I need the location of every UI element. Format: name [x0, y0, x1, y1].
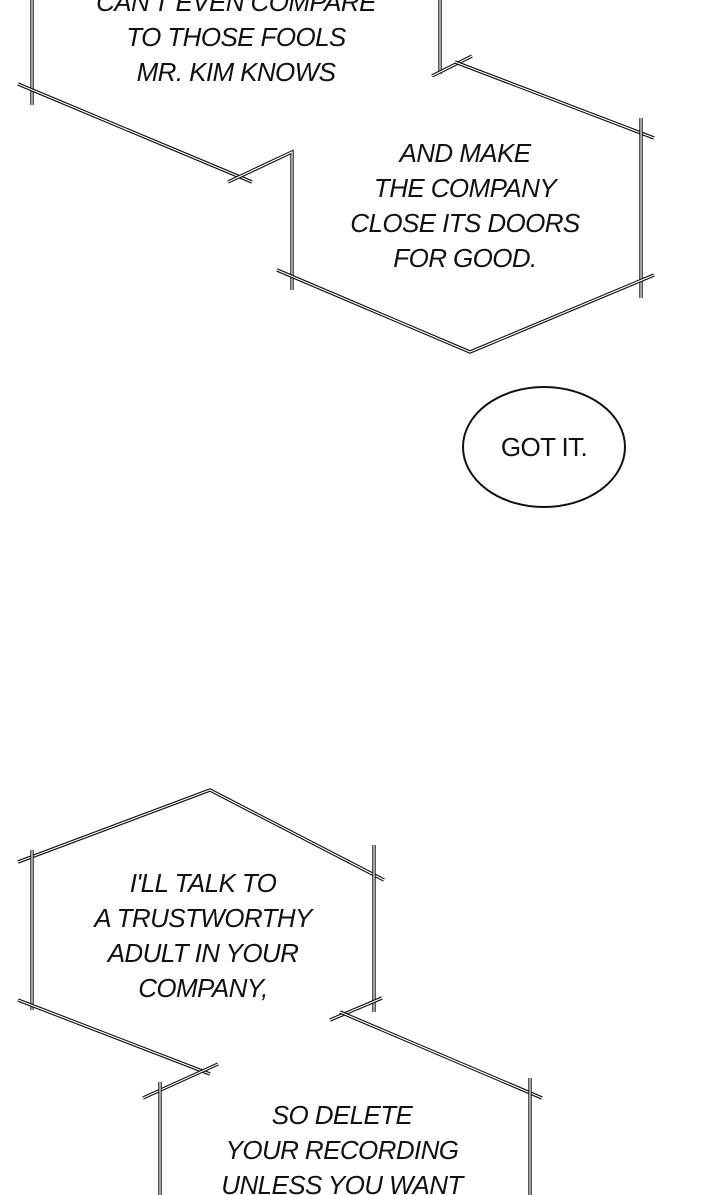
bubble-2-line-1: AND MAKE	[397, 138, 531, 168]
bubble-4-line-1: I'LL TALK TO	[130, 868, 277, 898]
bubble-2-line-4: FOR GOOD.	[393, 243, 536, 273]
speech-bubble-4	[17, 788, 530, 1195]
speech-bubble-1	[17, 0, 640, 350]
bubble-5-line-1: SO DELETE	[272, 1100, 414, 1130]
bubble-2-line-3: CLOSE ITS DOORS	[350, 208, 581, 238]
bubble-5-line-3: UNLESS YOU WANT	[221, 1170, 465, 1195]
bubble-3-line-1: GOT IT.	[501, 432, 587, 462]
bubble-4-line-2: A TRUSTWORTHY	[92, 903, 314, 933]
bubble-1-line-3: MR. KIM KNOWS	[137, 57, 337, 87]
speech-bubble-3	[462, 386, 626, 508]
bubble-1-line-1: CAN'T EVEN COMPARE	[96, 0, 377, 17]
bubble-2-line-2: THE COMPANY	[374, 173, 558, 203]
bubble-4-line-3: ADULT IN YOUR	[106, 938, 299, 968]
bubble-4-line-4: COMPANY,	[138, 973, 268, 1003]
bubble-5-line-2: YOUR RECORDING	[226, 1135, 459, 1165]
bubble-1-line-2: TO THOSE FOOLS	[126, 22, 347, 52]
speech-bubble-2	[227, 54, 655, 354]
speech-bubble-5	[142, 996, 543, 1195]
